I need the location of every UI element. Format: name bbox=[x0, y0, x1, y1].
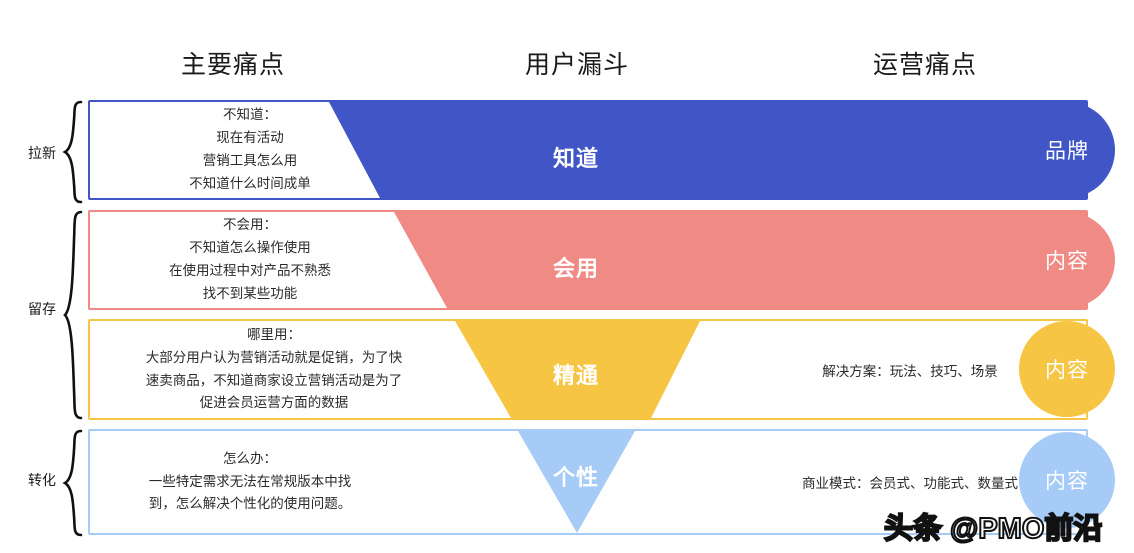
pain-line: 现在有活动 bbox=[216, 130, 284, 146]
brace-conversion bbox=[62, 429, 84, 537]
pain-line: 大部分用户认为营销活动就是促销，为了快 bbox=[145, 349, 403, 365]
funnel-label-1: 知道 bbox=[552, 146, 599, 171]
pain-line: 找不到某些功能 bbox=[202, 285, 298, 301]
pain-point-block-1: 不知道： 现在有活动 营销工具怎么用 不知道什么时间成单 bbox=[90, 102, 410, 198]
pain-line: 促进会员运营方面的数据 bbox=[199, 395, 349, 411]
pain-line: 在使用过程中对产品不熟悉 bbox=[169, 263, 331, 278]
stage-label-retention: 留存 bbox=[28, 301, 56, 317]
funnel-label-3: 精通 bbox=[552, 363, 599, 388]
pain-point-block-2: 不会用： 不知道怎么操作使用 在使用过程中对产品不熟悉 找不到某些功能 bbox=[90, 212, 410, 308]
stage-label-acquisition: 拉新 bbox=[28, 145, 56, 161]
funnel-label-2: 会用 bbox=[552, 256, 599, 281]
outcome-circle-content-4[interactable]: 内容 bbox=[1019, 432, 1115, 528]
brace-acquisition bbox=[62, 100, 84, 204]
ops-text-4: 商业模式：会员式、功能式、数量式 bbox=[802, 476, 1018, 491]
pain-line: 营销工具怎么用 bbox=[202, 153, 298, 168]
pain-line: 到，怎么解决个性化的使用问题。 bbox=[148, 496, 352, 512]
pain-line: 速卖商品，不知道商家设立营销活动是为了 bbox=[145, 372, 403, 388]
pain-line: 怎么办： bbox=[223, 450, 277, 466]
column-header-ops-pain-points: 运营痛点 bbox=[872, 51, 977, 79]
pain-line: 不知道： bbox=[223, 107, 277, 123]
pain-line: 不会用： bbox=[223, 217, 277, 233]
watermark-text: 头条 @PMO前沿 bbox=[883, 512, 1103, 546]
pain-line: 不知道什么时间成单 bbox=[189, 175, 311, 191]
pain-line: 一些特定需求无法在常规版本中找 bbox=[148, 473, 352, 489]
outcome-circle-content-3[interactable]: 内容 bbox=[1019, 321, 1115, 417]
pain-point-block-4: 怎么办： 一些特定需求无法在常规版本中找 到，怎么解决个性化的使用问题。 bbox=[90, 431, 410, 533]
outcome-circle-content-2[interactable]: 内容 bbox=[1019, 212, 1115, 308]
pain-point-block-3: 哪里用： 大部分用户认为营销活动就是促销，为了快 速卖商品，不知道商家设立营销活… bbox=[94, 321, 454, 418]
column-header-pain-points: 主要痛点 bbox=[180, 51, 285, 79]
pain-line: 哪里用： bbox=[247, 326, 301, 342]
column-header-user-funnel: 用户漏斗 bbox=[524, 51, 629, 79]
outcome-circle-brand[interactable]: 品牌 bbox=[1019, 102, 1115, 198]
stage-label-conversion: 转化 bbox=[28, 472, 56, 488]
funnel-label-4: 个性 bbox=[552, 465, 599, 490]
ops-text-3: 解决方案：玩法、技巧、场景 bbox=[822, 363, 998, 379]
pain-line: 不知道怎么操作使用 bbox=[189, 240, 311, 256]
brace-retention bbox=[62, 210, 84, 421]
